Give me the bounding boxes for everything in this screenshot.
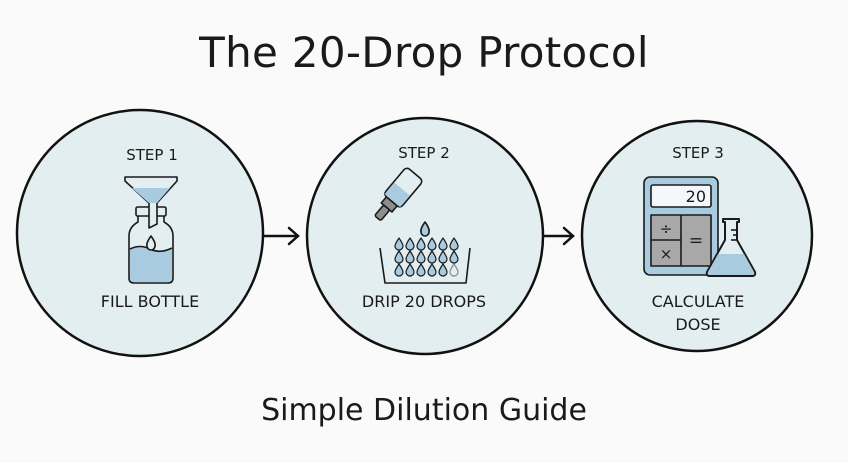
step-caption-line1: CALCULATE	[652, 292, 745, 311]
calculator-display-value: 20	[686, 187, 706, 206]
step-2: STEP 2	[305, 116, 545, 356]
step-3: STEP 3 20 ÷ = × CALCULATE DOSE	[580, 119, 814, 353]
page-title: The 20-Drop Protocol	[199, 28, 649, 77]
divide-key: ÷	[660, 220, 673, 238]
step-caption-line2: DOSE	[675, 315, 720, 334]
page-subtitle: Simple Dilution Guide	[261, 393, 587, 428]
multiply-key: ×	[660, 245, 673, 263]
step-caption: DRIP 20 DROPS	[362, 292, 486, 311]
equals-key: =	[689, 231, 703, 251]
step-1: STEP 1 FILL BOTTLE	[15, 108, 265, 358]
arrow-right-icon	[538, 226, 575, 246]
calculator-flask-icon: 20 ÷ = ×	[643, 176, 757, 277]
drop-row	[394, 263, 459, 277]
bottle-funnel-icon	[124, 176, 178, 284]
drop-row	[394, 250, 459, 264]
arrow-right-icon	[262, 226, 300, 246]
step-label: STEP 1	[126, 146, 178, 164]
step-label: STEP 2	[398, 144, 450, 162]
drop-row	[394, 237, 459, 251]
step-label: STEP 3	[672, 144, 724, 162]
calculator-display	[650, 184, 712, 208]
step-caption: FILL BOTTLE	[101, 292, 199, 311]
dropper-drops-icon	[374, 167, 471, 284]
